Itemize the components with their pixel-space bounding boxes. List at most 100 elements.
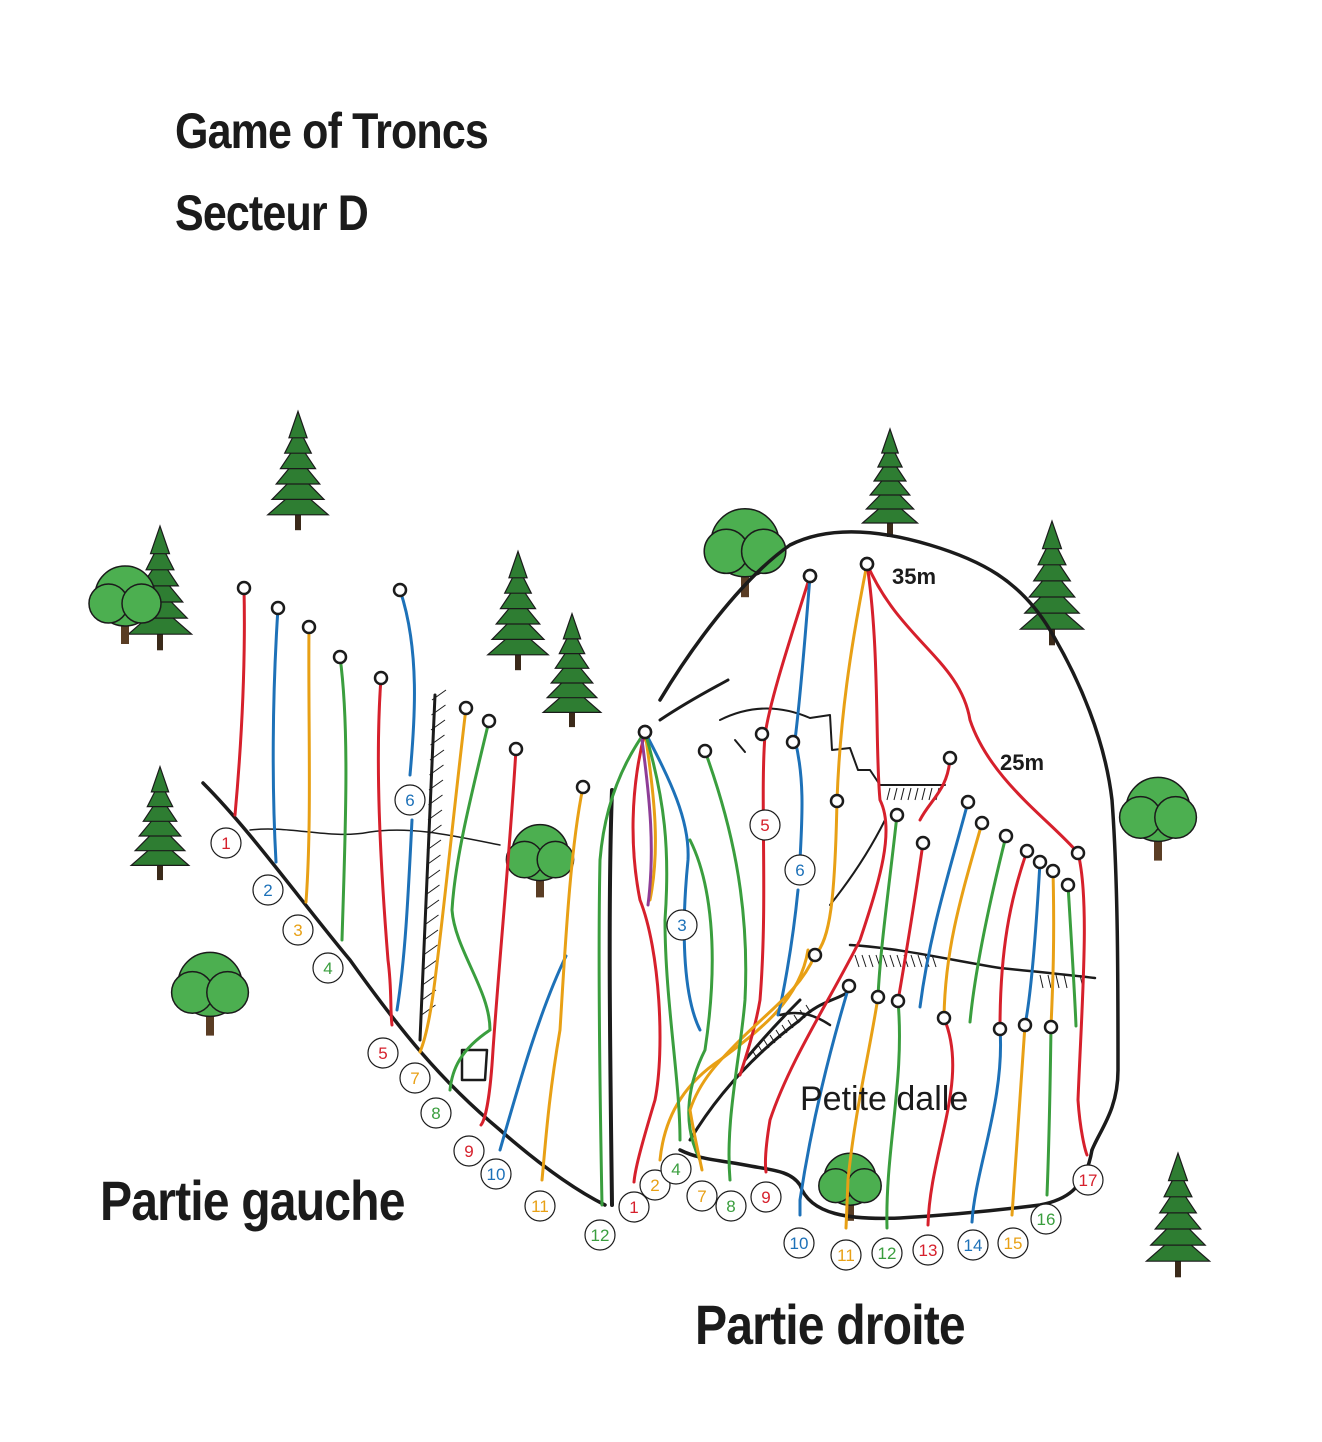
route-label-left-5: 5 (367, 1037, 399, 1069)
route-line-left-2 (271, 606, 280, 864)
route-line-right-8 (703, 749, 748, 1182)
fir-tree-icon (1144, 1151, 1212, 1278)
route-label-left-12: 12 (584, 1219, 616, 1251)
route-line-right-1 (631, 730, 662, 1184)
route-line-segment (968, 834, 1008, 1024)
route-line-right-10 (798, 984, 851, 1217)
route-line-right-16 (1045, 1025, 1053, 1197)
deciduous-tree-icon (505, 823, 575, 898)
route-line-variant-purple (640, 738, 653, 907)
route-label-right-6: 6 (784, 854, 816, 886)
belay-anchor-icon (870, 989, 886, 1005)
route-label-right-8: 8 (715, 1190, 747, 1222)
route-line-left-9 (479, 747, 518, 1127)
route-label-left-2: 2 (252, 874, 284, 906)
route-line-left-6 (395, 588, 416, 1012)
belay-anchor-icon (829, 793, 845, 809)
left-part-label: Partie gauche (100, 1169, 406, 1232)
route-number-text: 11 (531, 1197, 549, 1216)
route-line-segment (876, 813, 899, 999)
route-label-right-10: 10 (783, 1227, 815, 1259)
deciduous-tree-icon (1118, 776, 1198, 861)
deciduous-tree-icon (818, 1152, 882, 1221)
topo-title: Game of Troncs (175, 103, 489, 159)
belay-anchor-icon (960, 794, 976, 810)
route-line-segment (942, 821, 984, 1020)
belay-anchor-icon (889, 807, 905, 823)
route-line-segment (918, 756, 952, 822)
belay-anchor-icon (998, 828, 1014, 844)
belay-anchor-icon (807, 947, 823, 963)
route-line-segment (1023, 860, 1042, 1027)
route-line-left-10 (498, 954, 568, 1152)
belay-anchor-icon (270, 600, 286, 616)
route-number-text: 10 (790, 1234, 809, 1253)
route-label-left-7: 7 (399, 1062, 431, 1094)
route-label-left-3: 3 (282, 914, 314, 946)
route-label-left-9: 9 (453, 1135, 485, 1167)
route-number-text: 2 (263, 881, 272, 900)
route-number-text: 8 (431, 1104, 440, 1123)
title-block: Game of Troncs Secteur D (175, 90, 539, 254)
route-line-segment (1066, 883, 1078, 1028)
belay-anchor-icon (942, 750, 958, 766)
belay-anchor-icon (373, 670, 389, 686)
belay-anchor-icon (1017, 1017, 1033, 1033)
route-line-right-3 (643, 730, 702, 1032)
belay-anchor-icon (481, 713, 497, 729)
route-line-right-4-variant (687, 838, 714, 1162)
belay-anchor-icon (1043, 1019, 1059, 1035)
route-label-right-4: 4 (660, 1153, 692, 1185)
route-line-right-4 (643, 730, 682, 1142)
belay-anchor-icon (890, 993, 906, 1009)
route-label-right-9: 9 (750, 1181, 782, 1213)
fir-tree-icon (541, 611, 603, 728)
route-line-left-11 (540, 785, 585, 1182)
route-line-right-13 (926, 1016, 955, 1227)
belay-anchor-icon (802, 568, 818, 584)
belay-anchor-icon (301, 619, 317, 635)
route-number-text: 2 (650, 1176, 659, 1195)
route-line-right-14 (970, 1027, 1003, 1224)
fir-tree-icon (486, 549, 550, 671)
route-number-text: 16 (1037, 1210, 1056, 1229)
route-line-segment (896, 841, 925, 1003)
route-number-text: 4 (671, 1160, 680, 1179)
belay-anchor-icon (1060, 877, 1076, 893)
belay-anchor-icon (1019, 843, 1035, 859)
route-number-text: 12 (591, 1226, 610, 1245)
route-line-left-7 (418, 706, 468, 1054)
route-label-right-3: 3 (666, 909, 698, 941)
route-number-text: 7 (410, 1069, 419, 1088)
route-number-text: 1 (221, 834, 230, 853)
route-number-text: 10 (487, 1165, 506, 1184)
belay-anchor-icon (974, 815, 990, 831)
route-number-text: 17 (1079, 1171, 1098, 1190)
route-label-right-12: 12 (871, 1237, 903, 1269)
route-label-left-1: 1 (210, 827, 242, 859)
trees (88, 409, 1212, 1278)
route-label-right-5: 5 (749, 809, 781, 841)
route-line-left-3 (304, 625, 311, 904)
deciduous-tree-icon (170, 951, 250, 1036)
route-label-right-16: 16 (1030, 1203, 1062, 1235)
route-number-text: 6 (795, 861, 804, 880)
route-line-left-8 (448, 719, 492, 1092)
belay-anchor-icon (1070, 845, 1086, 861)
route-number-text: 4 (323, 959, 332, 978)
belay-anchor-icon (332, 649, 348, 665)
route-label-left-6: 6 (394, 784, 426, 816)
belay-anchor-icon (458, 700, 474, 716)
route-number-text: 6 (405, 791, 414, 810)
fir-tree-icon (129, 764, 191, 881)
route-label-left-4: 4 (312, 952, 344, 984)
route-number-text: 1 (629, 1198, 638, 1217)
route-label-left-10: 10 (480, 1158, 512, 1190)
height-label-25m: 25m (1000, 750, 1044, 775)
route-label-right-14: 14 (957, 1229, 989, 1261)
belay-anchor-icon (936, 1010, 952, 1026)
route-number-text: 3 (293, 921, 302, 940)
belay-anchor-icon (754, 726, 770, 742)
